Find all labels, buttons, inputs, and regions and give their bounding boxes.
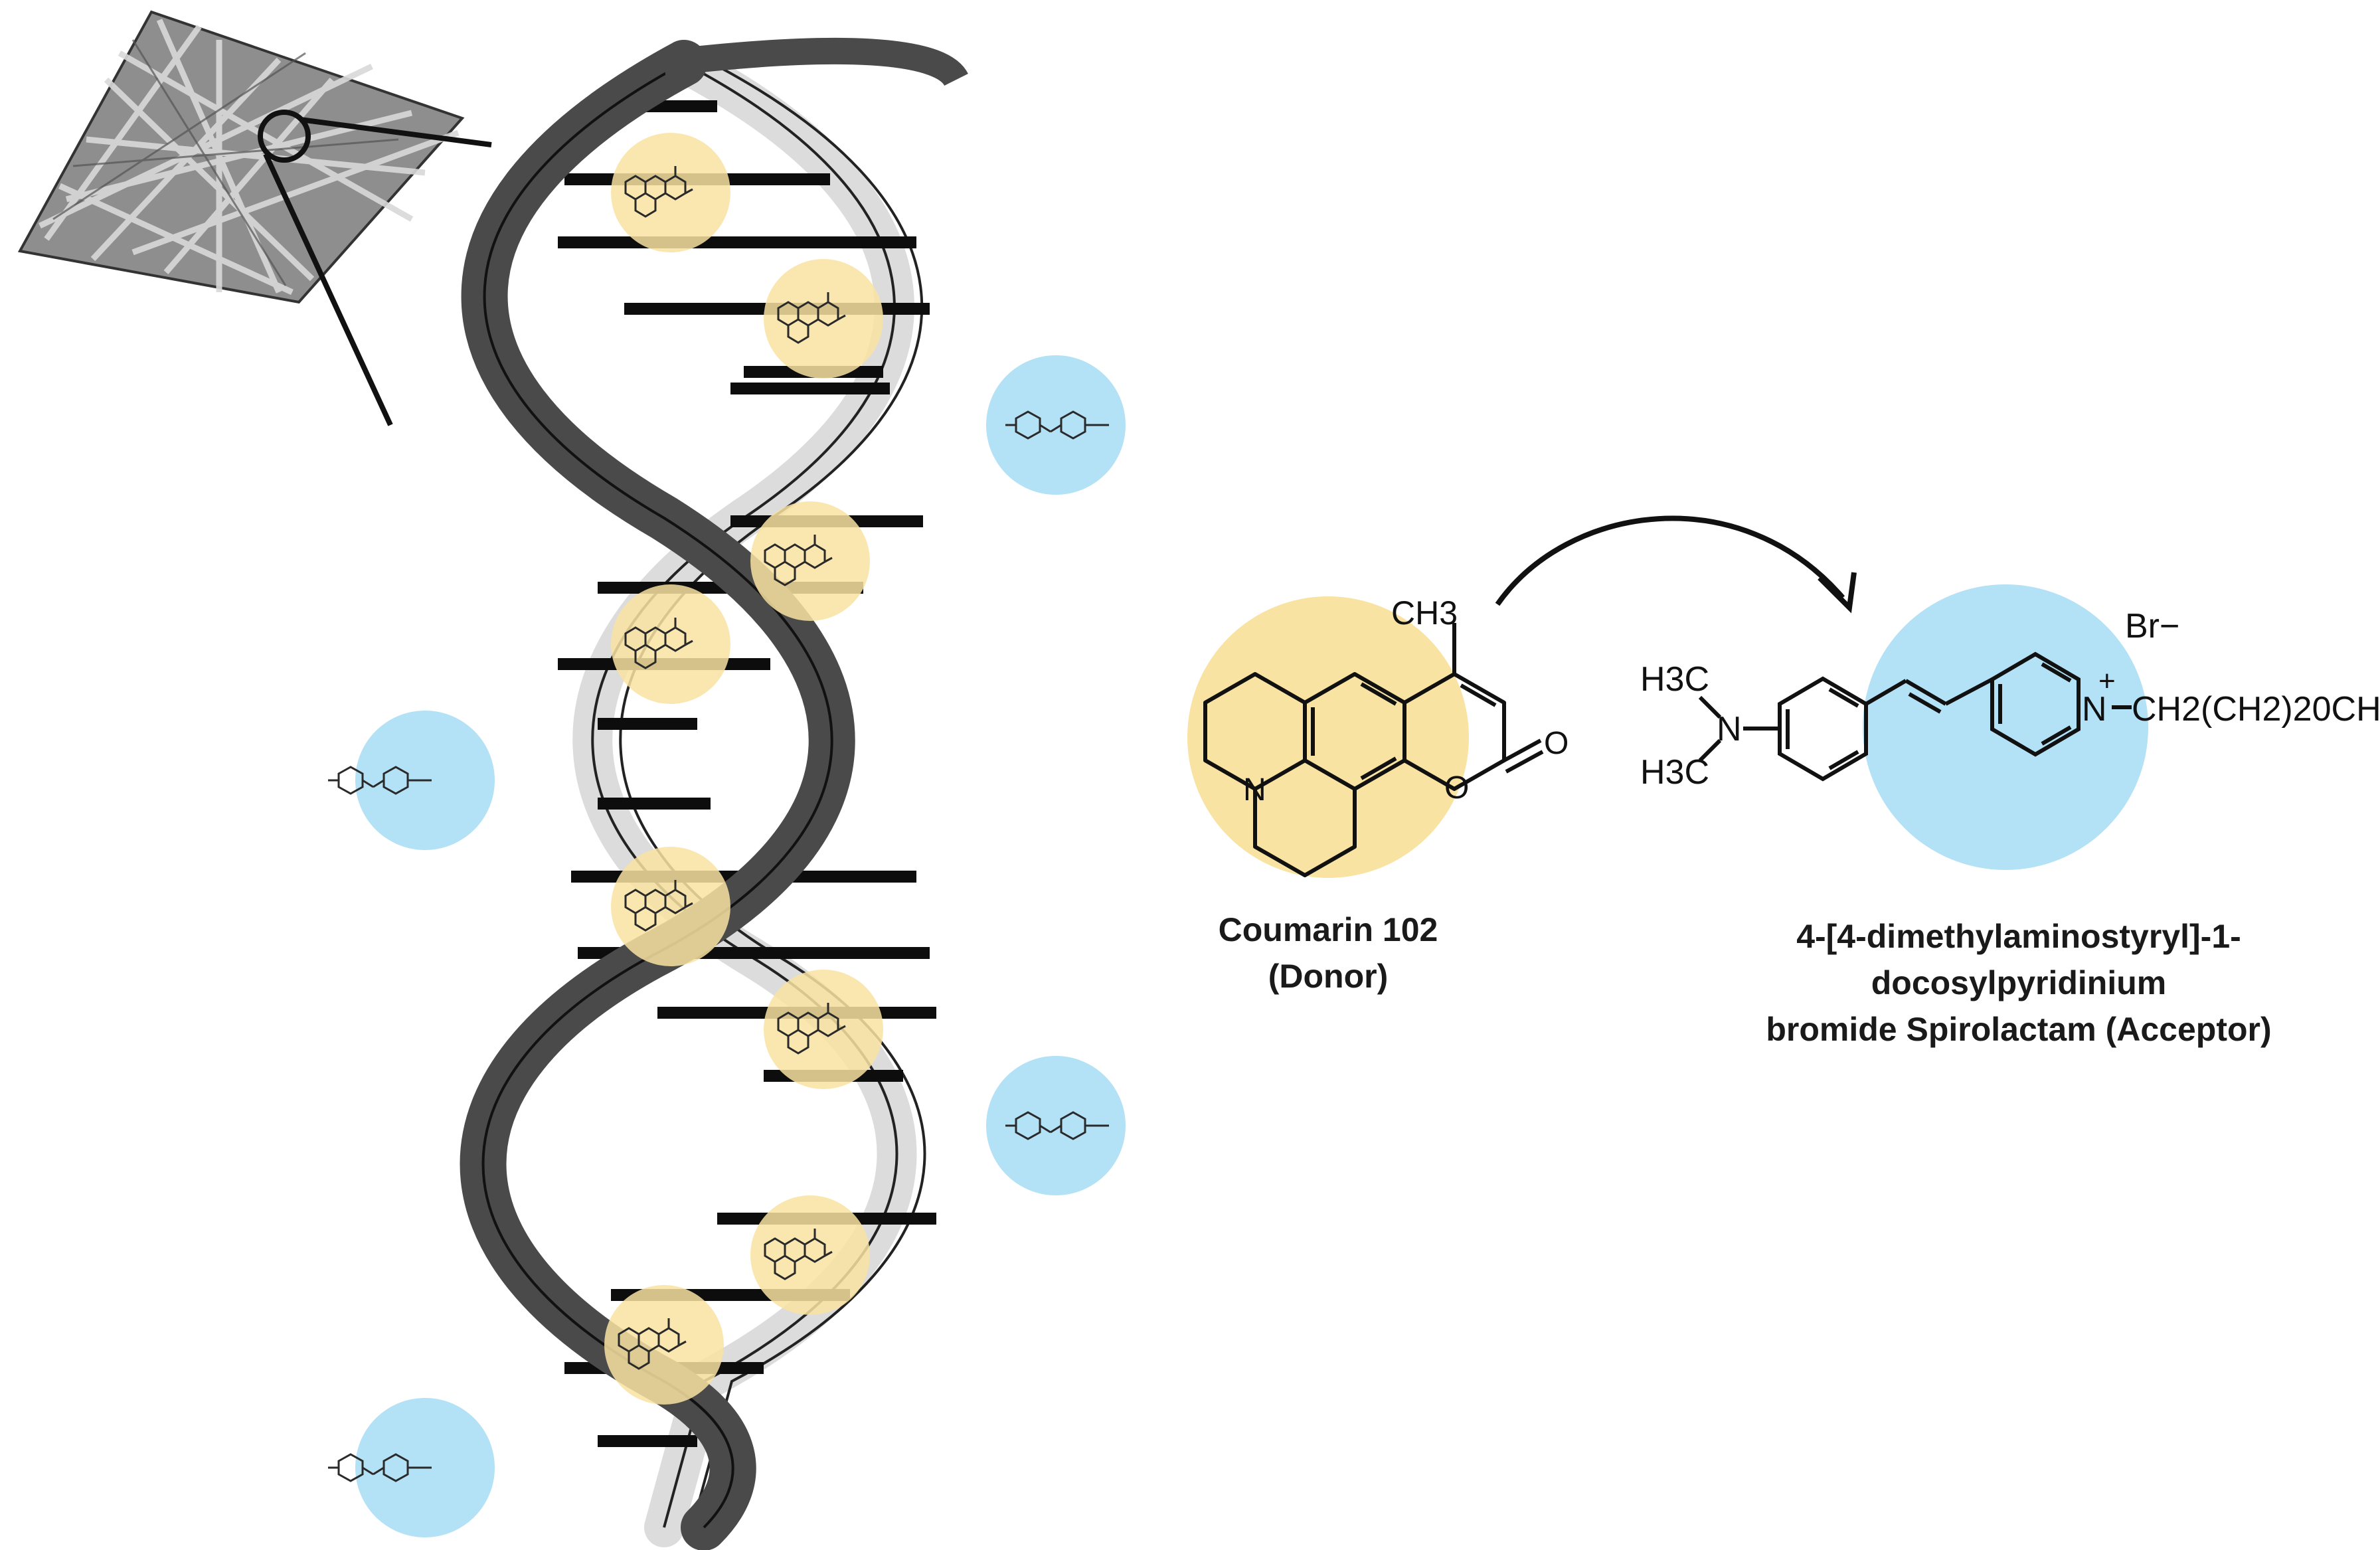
acceptor-amine-nitrogen: N xyxy=(1717,710,1742,748)
donor-name: Coumarin 102 xyxy=(1218,911,1438,948)
acceptor-disc xyxy=(986,355,1126,495)
donor-role: (Donor) xyxy=(1268,958,1389,995)
donor-structure: CH3 O O N xyxy=(1187,594,1569,878)
donor-nitrogen: N xyxy=(1243,772,1266,808)
donor-caption: Coumarin 102 (Donor) xyxy=(1155,906,1501,999)
nanofiber-mat-icon xyxy=(17,10,492,426)
acceptor-methyl-bottom: H3C xyxy=(1640,753,1709,792)
acceptor-pyridinium-nitrogen: N xyxy=(2082,690,2107,729)
dna-double-helix-icon xyxy=(460,37,968,1550)
acceptor-counterion: Br− xyxy=(2125,607,2179,646)
curved-arrow-icon xyxy=(1495,515,1857,614)
acceptor-methyl-top: H3C xyxy=(1640,660,1709,699)
acceptor-name-line-3: bromide Spirolactam (Acceptor) xyxy=(1766,1011,2272,1048)
acceptor-name-line-2: docosylpyridinium xyxy=(1871,964,2167,1001)
acceptor-highlight xyxy=(1863,584,2148,870)
helix-donor-group xyxy=(604,133,883,1405)
donor-disc xyxy=(611,847,730,966)
donor-highlight xyxy=(1187,596,1469,878)
acceptor-name-line-1: 4-[4-dimethylaminostyryl]-1- xyxy=(1796,918,2241,955)
donor-substituent-label: CH3 xyxy=(1391,594,1458,632)
donor-disc xyxy=(750,501,870,621)
donor-disc xyxy=(764,970,883,1089)
acceptor-structure: N N + Br− H3C H3C CH2(CH2)20CH3 xyxy=(1640,584,2380,870)
acceptor-caption: 4-[4-dimethylaminostyryl]-1- docosylpyri… xyxy=(1700,913,2338,1053)
donor-ring-oxygen: O xyxy=(1444,770,1469,806)
donor-carbonyl-oxygen: O xyxy=(1544,726,1569,761)
donor-disc xyxy=(611,584,730,704)
helix-acceptor-group xyxy=(327,355,1126,1537)
donor-disc xyxy=(604,1285,724,1405)
donor-disc xyxy=(764,259,883,379)
donor-disc xyxy=(611,133,730,252)
acceptor-disc xyxy=(986,1056,1126,1195)
donor-disc xyxy=(750,1195,870,1315)
acceptor-alkyl-chain: CH2(CH2)20CH3 xyxy=(2132,690,2380,729)
acceptor-charge: + xyxy=(2098,665,2116,697)
